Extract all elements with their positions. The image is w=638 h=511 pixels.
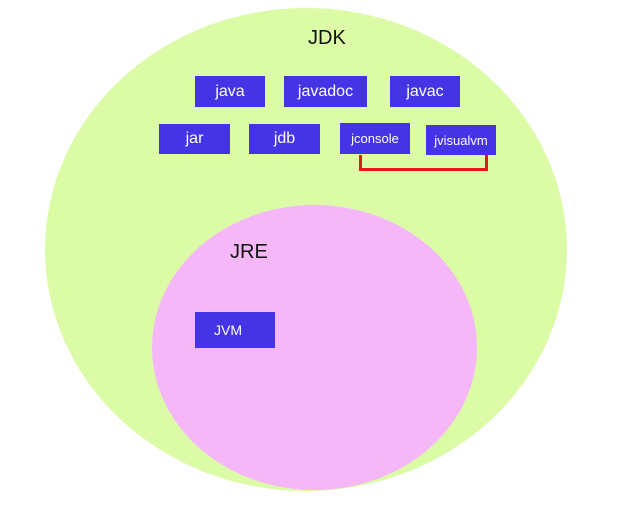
tool-box-jvisualvm: jvisualvm [426, 125, 496, 155]
tool-box-jdb: jdb [249, 124, 320, 154]
jdk-label: JDK [308, 27, 346, 49]
jvm-box: JVM [195, 312, 275, 348]
tool-box-javadoc: javadoc [284, 76, 367, 107]
tool-box-jar: jar [159, 124, 230, 154]
tool-box-java: java [195, 76, 265, 107]
monitoring-tools-bracket [359, 155, 488, 171]
tool-box-jconsole: jconsole [340, 123, 410, 154]
jre-label: JRE [230, 241, 268, 263]
tool-box-javac: javac [390, 76, 460, 107]
